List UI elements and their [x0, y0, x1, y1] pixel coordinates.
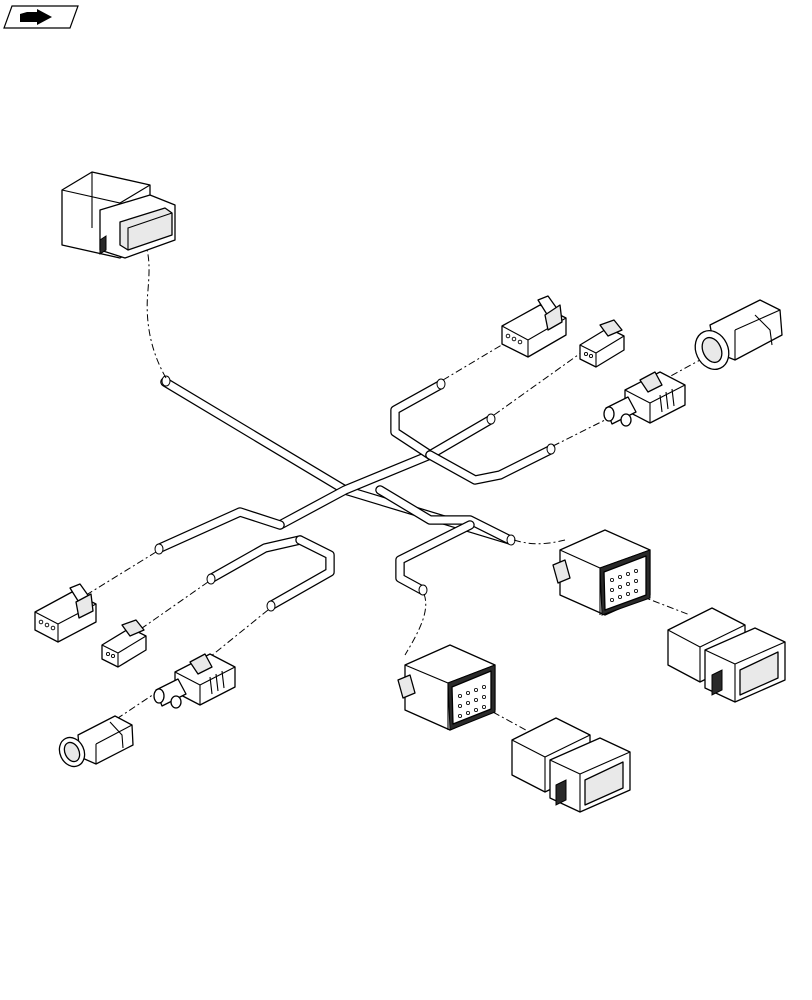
harness-branch-lower-left [155, 507, 335, 610]
plug-3pin-top[interactable] [501, 295, 567, 358]
mate-housing-center[interactable] [511, 717, 631, 813]
plug-2pin-left[interactable] [101, 619, 147, 668]
large-connector-top-left[interactable] [61, 171, 176, 259]
inline-socket-left[interactable] [153, 653, 236, 709]
mate-housing-right[interactable] [667, 607, 786, 703]
sealed-plug-bottom-left[interactable] [55, 715, 134, 771]
sealed-plug-top-right[interactable] [689, 299, 783, 375]
inline-socket-right[interactable] [603, 371, 686, 427]
harness-branch-lower-right [395, 520, 475, 595]
leader-lines [69, 231, 701, 736]
connector-12pin-center[interactable] [397, 644, 496, 731]
harness-branch-upper-right [375, 380, 555, 545]
connector-12pin-right[interactable] [552, 529, 651, 616]
plug-3pin-left[interactable] [34, 583, 97, 643]
harness-sleeve-ends [154, 375, 556, 612]
return-arrow-icon[interactable] [3, 5, 79, 29]
plug-2pin-top[interactable] [579, 319, 625, 368]
